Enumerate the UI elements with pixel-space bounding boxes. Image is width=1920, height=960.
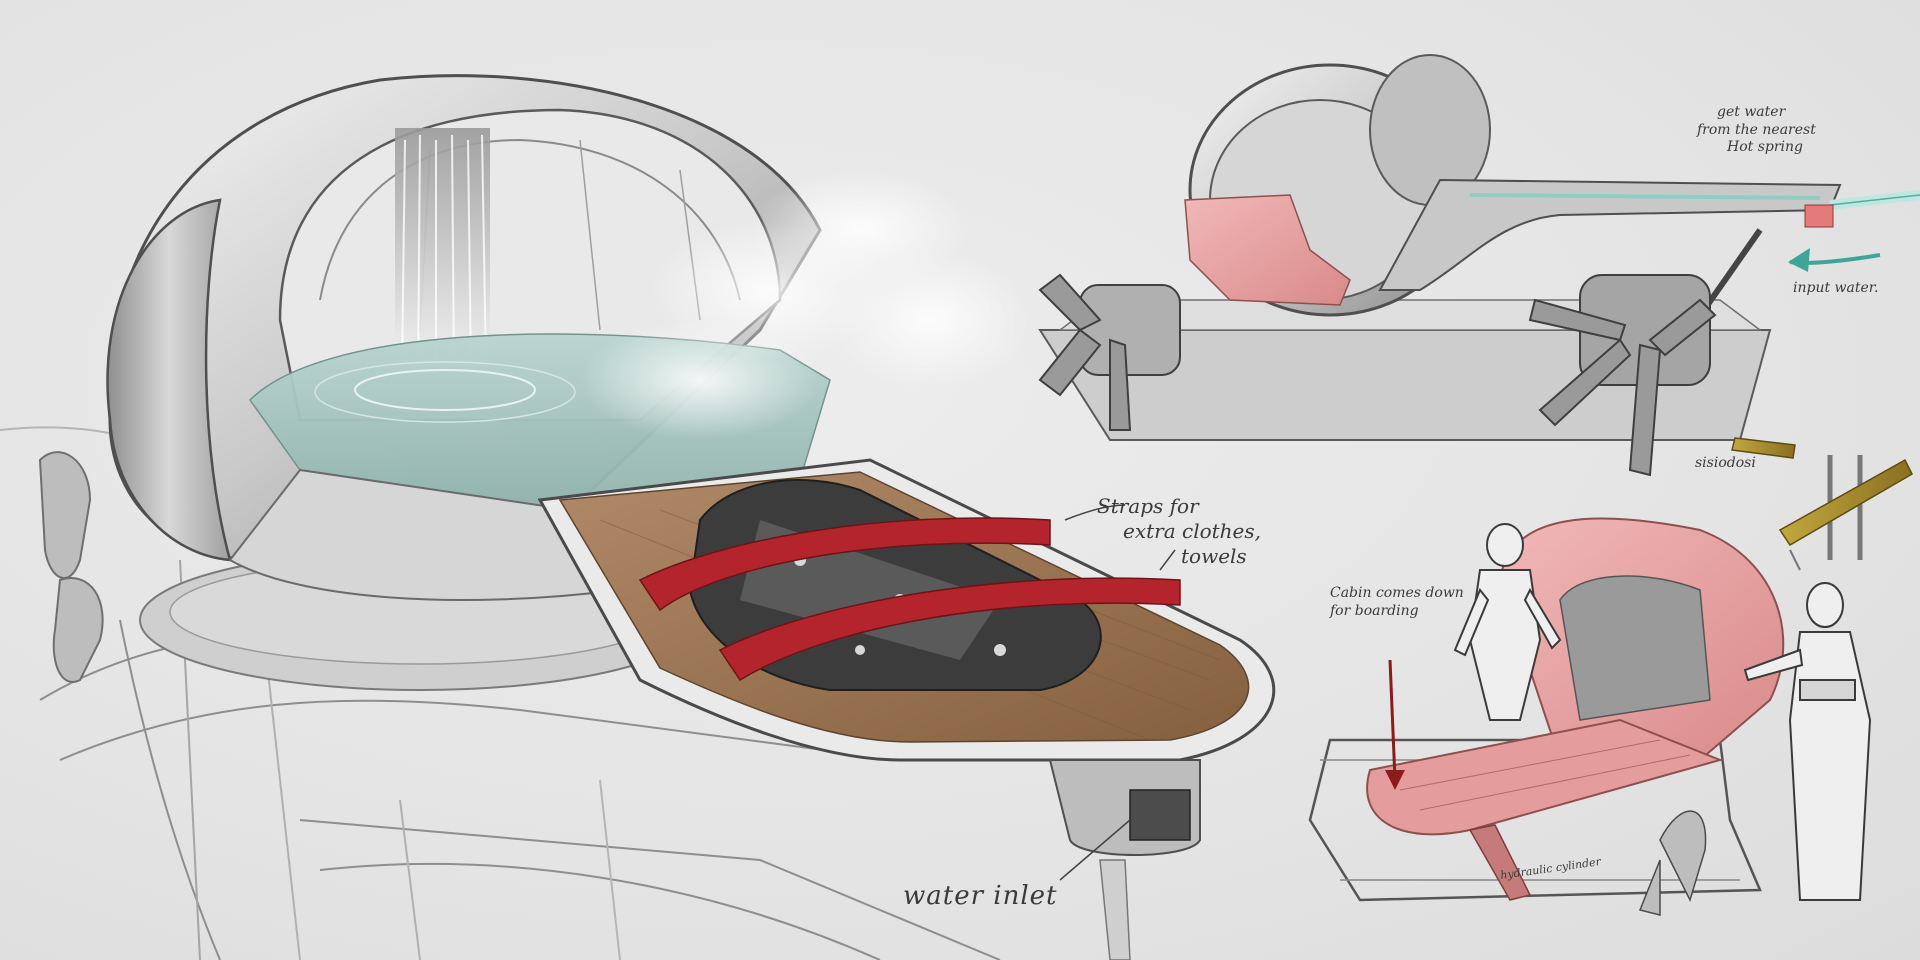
get-water-annotation: get water from the nearest Hot spring — [1697, 104, 1816, 157]
cabin-boarding-annotation: Cabin comes down for boarding — [1330, 585, 1464, 620]
straps-line-2: extra clothes, — [1123, 519, 1262, 543]
left-fan-sketch — [38, 451, 104, 683]
get-water-line-3: Hot spring — [1727, 139, 1804, 155]
straps-line-1: Straps for — [1097, 494, 1199, 518]
straps-annotation: Straps for extra clothes, towels — [1097, 494, 1261, 569]
vehicle-side-view — [1038, 54, 1920, 477]
get-water-line-2: from the nearest — [1697, 121, 1816, 138]
cabin-line-2: for boarding — [1330, 602, 1419, 619]
steam — [580, 170, 1030, 440]
water-inlet-annotation: water inlet — [903, 881, 1058, 911]
water-inlet-stand — [1048, 759, 1201, 960]
cabin-line-1: Cabin comes down — [1330, 585, 1464, 601]
boarding-scene — [1308, 517, 1872, 916]
annotation-leaders — [1059, 504, 1176, 881]
get-water-line-1: get water — [1717, 104, 1786, 120]
straps-line-3: towels — [1181, 544, 1247, 568]
bamboo-sisiodosi — [1731, 437, 1913, 571]
input-water-annotation: input water. — [1793, 280, 1879, 296]
red-straps — [638, 517, 1181, 682]
input-water-arrow — [1788, 248, 1881, 272]
sisiodosi-annotation: sisiodosi — [1695, 455, 1756, 471]
